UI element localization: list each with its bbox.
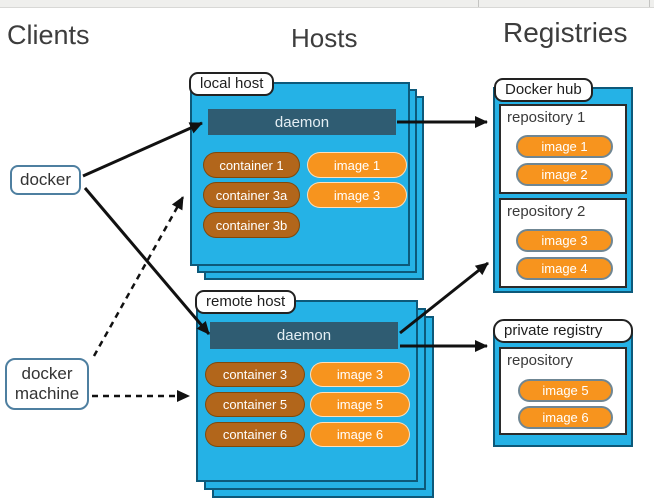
heading-registries: Registries: [503, 17, 628, 48]
container-pill: container 5: [205, 392, 305, 417]
repository-2-name: repository 2: [507, 203, 586, 220]
private-repository-name: repository: [507, 352, 573, 369]
heading-clients: Clients: [7, 20, 90, 50]
container-pill: container 6: [205, 422, 305, 447]
repository-1-name: repository 1: [507, 109, 586, 126]
local-daemon-bar: daemon: [208, 109, 396, 135]
repository-2-box: repository 2 image 3 image 4: [499, 198, 627, 288]
docker-machine-client-box: docker machine: [5, 358, 89, 410]
registry-image-pill: image 6: [518, 406, 613, 429]
image-pill: image 6: [310, 422, 410, 447]
local-host-label: local host: [189, 72, 275, 96]
registry-image-pill: image 3: [516, 229, 613, 252]
registry-image-pill: image 4: [516, 257, 613, 280]
remote-daemon-bar: daemon: [210, 322, 398, 349]
arrow-docker-machine-to-local-host: [92, 196, 185, 357]
repository-1-box: repository 1 image 1 image 2: [499, 104, 627, 194]
registry-image-pill: image 5: [518, 379, 613, 402]
top-strip-divider: [478, 0, 479, 7]
private-registry-label: private registry: [493, 319, 633, 343]
registry-image-pill: image 2: [516, 163, 613, 186]
private-repository-box: repository image 5 image 6: [499, 347, 627, 435]
container-pill: container 3a: [203, 182, 300, 208]
heading-hosts: Hosts: [291, 23, 358, 53]
container-pill: container 3b: [203, 212, 300, 238]
docker-client-box: docker: [10, 165, 81, 195]
container-pill: container 1: [203, 152, 300, 178]
remote-host-label: remote host: [195, 290, 297, 314]
arrow-docker-to-local-daemon: [82, 121, 203, 178]
registry-image-pill: image 1: [516, 135, 613, 158]
top-strip-divider: [649, 0, 650, 7]
container-pill: container 3: [205, 362, 305, 387]
top-strip: [0, 0, 654, 8]
image-pill: image 3: [307, 182, 407, 208]
image-pill: image 5: [310, 392, 410, 417]
image-pill: image 1: [307, 152, 407, 178]
docker-hub-label: Docker hub: [494, 78, 593, 102]
image-pill: image 3: [310, 362, 410, 387]
